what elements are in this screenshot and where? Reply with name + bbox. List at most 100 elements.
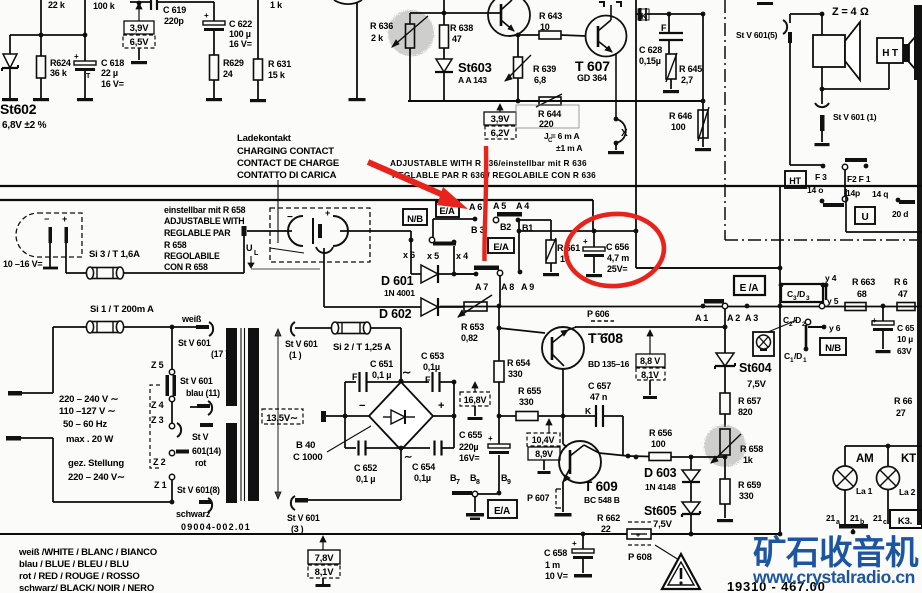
svg-text:CONTATTO DI CARICA: CONTATTO DI CARICA <box>237 170 337 181</box>
svg-text:10: 10 <box>540 22 550 32</box>
svg-text:1: 1 <box>790 357 794 364</box>
svg-text:A 2: A 2 <box>727 313 740 323</box>
svg-text:8,8 V: 8,8 V <box>640 356 660 366</box>
svg-text:Z 5: Z 5 <box>151 360 164 370</box>
svg-text:einstellbar mit R 658: einstellbar mit R 658 <box>164 205 246 215</box>
svg-text:F: F <box>425 375 431 385</box>
svg-text:16V=: 16V= <box>459 453 479 463</box>
svg-text:+: + <box>488 434 493 443</box>
svg-text:schwarz: schwarz <box>176 509 211 519</box>
svg-text:+: + <box>74 52 79 61</box>
svg-text:10,4V: 10,4V <box>532 435 555 445</box>
svg-text:www.crystalradio.cn: www.crystalradio.cn <box>752 567 915 587</box>
svg-text:∼: ∼ <box>404 452 412 463</box>
svg-text:(1 ): (1 ) <box>289 350 302 360</box>
svg-text:C 65: C 65 <box>897 323 915 333</box>
svg-text:R 631: R 631 <box>268 59 291 69</box>
svg-text:C 656: C 656 <box>606 242 629 252</box>
svg-text:2: 2 <box>789 321 793 328</box>
svg-text:BD 135–16: BD 135–16 <box>588 359 630 369</box>
svg-text:X: X <box>621 128 628 139</box>
svg-text:C 651: C 651 <box>370 359 393 369</box>
svg-text:3: 3 <box>806 295 810 302</box>
svg-text:+: + <box>636 533 640 540</box>
svg-text:R 654: R 654 <box>507 358 530 368</box>
svg-text:St V 601: St V 601 <box>178 338 211 348</box>
svg-text:x 5: x 5 <box>427 251 439 261</box>
svg-text:REGOLABILE: REGOLABILE <box>164 251 220 261</box>
svg-text:D 603: D 603 <box>644 466 677 480</box>
svg-text:50 – 60 Hz: 50 – 60 Hz <box>63 419 107 430</box>
svg-text:±1 m A: ±1 m A <box>556 143 582 153</box>
svg-text:(17 ): (17 ) <box>211 349 228 359</box>
svg-text:C 622: C 622 <box>229 19 252 29</box>
svg-text:+: + <box>438 400 444 412</box>
svg-text:B: B <box>470 473 477 483</box>
svg-text:CONTACT DE CHARGE: CONTACT DE CHARGE <box>237 158 339 169</box>
svg-text:13,5V∼: 13,5V∼ <box>266 413 298 424</box>
svg-text:A 9: A 9 <box>521 282 534 292</box>
svg-text:22 k: 22 k <box>48 0 66 10</box>
svg-text:C: C <box>784 351 790 361</box>
svg-text:7,5V: 7,5V <box>653 519 673 530</box>
svg-text:R 662: R 662 <box>597 513 620 523</box>
svg-text:BC 548 B: BC 548 B <box>584 495 620 505</box>
svg-text:0,15µ: 0,15µ <box>639 56 661 66</box>
svg-text:A 1: A 1 <box>695 313 708 323</box>
svg-text:R 656: R 656 <box>649 428 672 438</box>
svg-text:Z = 4: Z = 4 <box>832 6 857 18</box>
svg-text:100: 100 <box>651 439 666 449</box>
svg-text:C 655: C 655 <box>459 430 482 440</box>
svg-text:3,9V: 3,9V <box>491 114 511 125</box>
svg-text:B: B <box>501 473 508 483</box>
svg-text:B 3: B 3 <box>471 225 485 235</box>
svg-text:R 661: R 661 <box>557 243 580 253</box>
svg-text:R 657: R 657 <box>738 396 761 406</box>
svg-text:8,1V: 8,1V <box>315 567 335 578</box>
svg-text:A 3: A 3 <box>745 313 758 323</box>
svg-text:F: F <box>661 23 667 33</box>
svg-text:B 40: B 40 <box>296 440 315 451</box>
svg-text:47: 47 <box>898 289 908 299</box>
svg-text:Z 2: Z 2 <box>153 457 166 467</box>
svg-text:ADJUSTABLE WITH: ADJUSTABLE WITH <box>164 216 244 226</box>
svg-text:y 5: y 5 <box>827 296 839 306</box>
svg-text:47 n: 47 n <box>590 392 607 402</box>
svg-text:+: + <box>62 214 67 224</box>
svg-text:6,8V ±2 %: 6,8V ±2 % <box>2 120 47 131</box>
svg-text:blau (11): blau (11) <box>186 388 220 398</box>
svg-text:Si 2 / T 1,25 A: Si 2 / T 1,25 A <box>333 342 391 353</box>
svg-text:2 k: 2 k <box>371 33 384 43</box>
svg-text:R 638: R 638 <box>450 23 473 33</box>
svg-text:−: − <box>287 212 293 223</box>
svg-text:a: a <box>836 519 840 526</box>
svg-text:1 m: 1 m <box>545 560 560 570</box>
svg-text:C 657: C 657 <box>588 381 611 391</box>
svg-text:−: − <box>359 400 365 412</box>
svg-text:E /A: E /A <box>740 283 759 294</box>
svg-text:2: 2 <box>802 321 806 328</box>
svg-text:10 µ: 10 µ <box>897 334 913 344</box>
svg-text:schwarz/ BLACK/ NOIR / NERO: schwarz/ BLACK/ NOIR / NERO <box>19 583 154 593</box>
svg-text:16 V=: 16 V= <box>101 79 124 89</box>
svg-text:gez. Stellung: gez. Stellung <box>68 458 124 469</box>
svg-text:100: 100 <box>671 122 686 132</box>
svg-text:weiß /WHITE / BLANC / BIANCO: weiß /WHITE / BLANC / BIANCO <box>18 547 157 558</box>
svg-text:330: 330 <box>508 369 523 379</box>
svg-text:St602: St602 <box>0 101 37 117</box>
svg-text:F2 F 1: F2 F 1 <box>847 174 871 184</box>
svg-text:Z 1: Z 1 <box>154 480 167 490</box>
svg-text:+: + <box>572 539 577 548</box>
svg-text:19310 - 467.00: 19310 - 467.00 <box>727 579 826 593</box>
svg-text:2,7: 2,7 <box>681 75 693 85</box>
svg-text:L: L <box>254 250 259 257</box>
svg-text:1 k: 1 k <box>270 0 283 10</box>
svg-text:blau / BLUE / BLEU / BLU: blau / BLUE / BLEU / BLU <box>19 559 129 570</box>
svg-text:(3 ): (3 ) <box>291 524 304 534</box>
svg-text:22 µ: 22 µ <box>101 68 118 78</box>
svg-text:Si 1 / T 200m A: Si 1 / T 200m A <box>90 304 154 315</box>
svg-text:10 V=: 10 V= <box>545 571 568 581</box>
svg-text:CON R 658: CON R 658 <box>164 262 208 272</box>
svg-text:REGLABLE PAR R 636 / REGOLAB: REGLABLE PAR R 636 / REGOLABILE CON R 63… <box>392 170 596 180</box>
svg-text:47: 47 <box>452 34 462 44</box>
